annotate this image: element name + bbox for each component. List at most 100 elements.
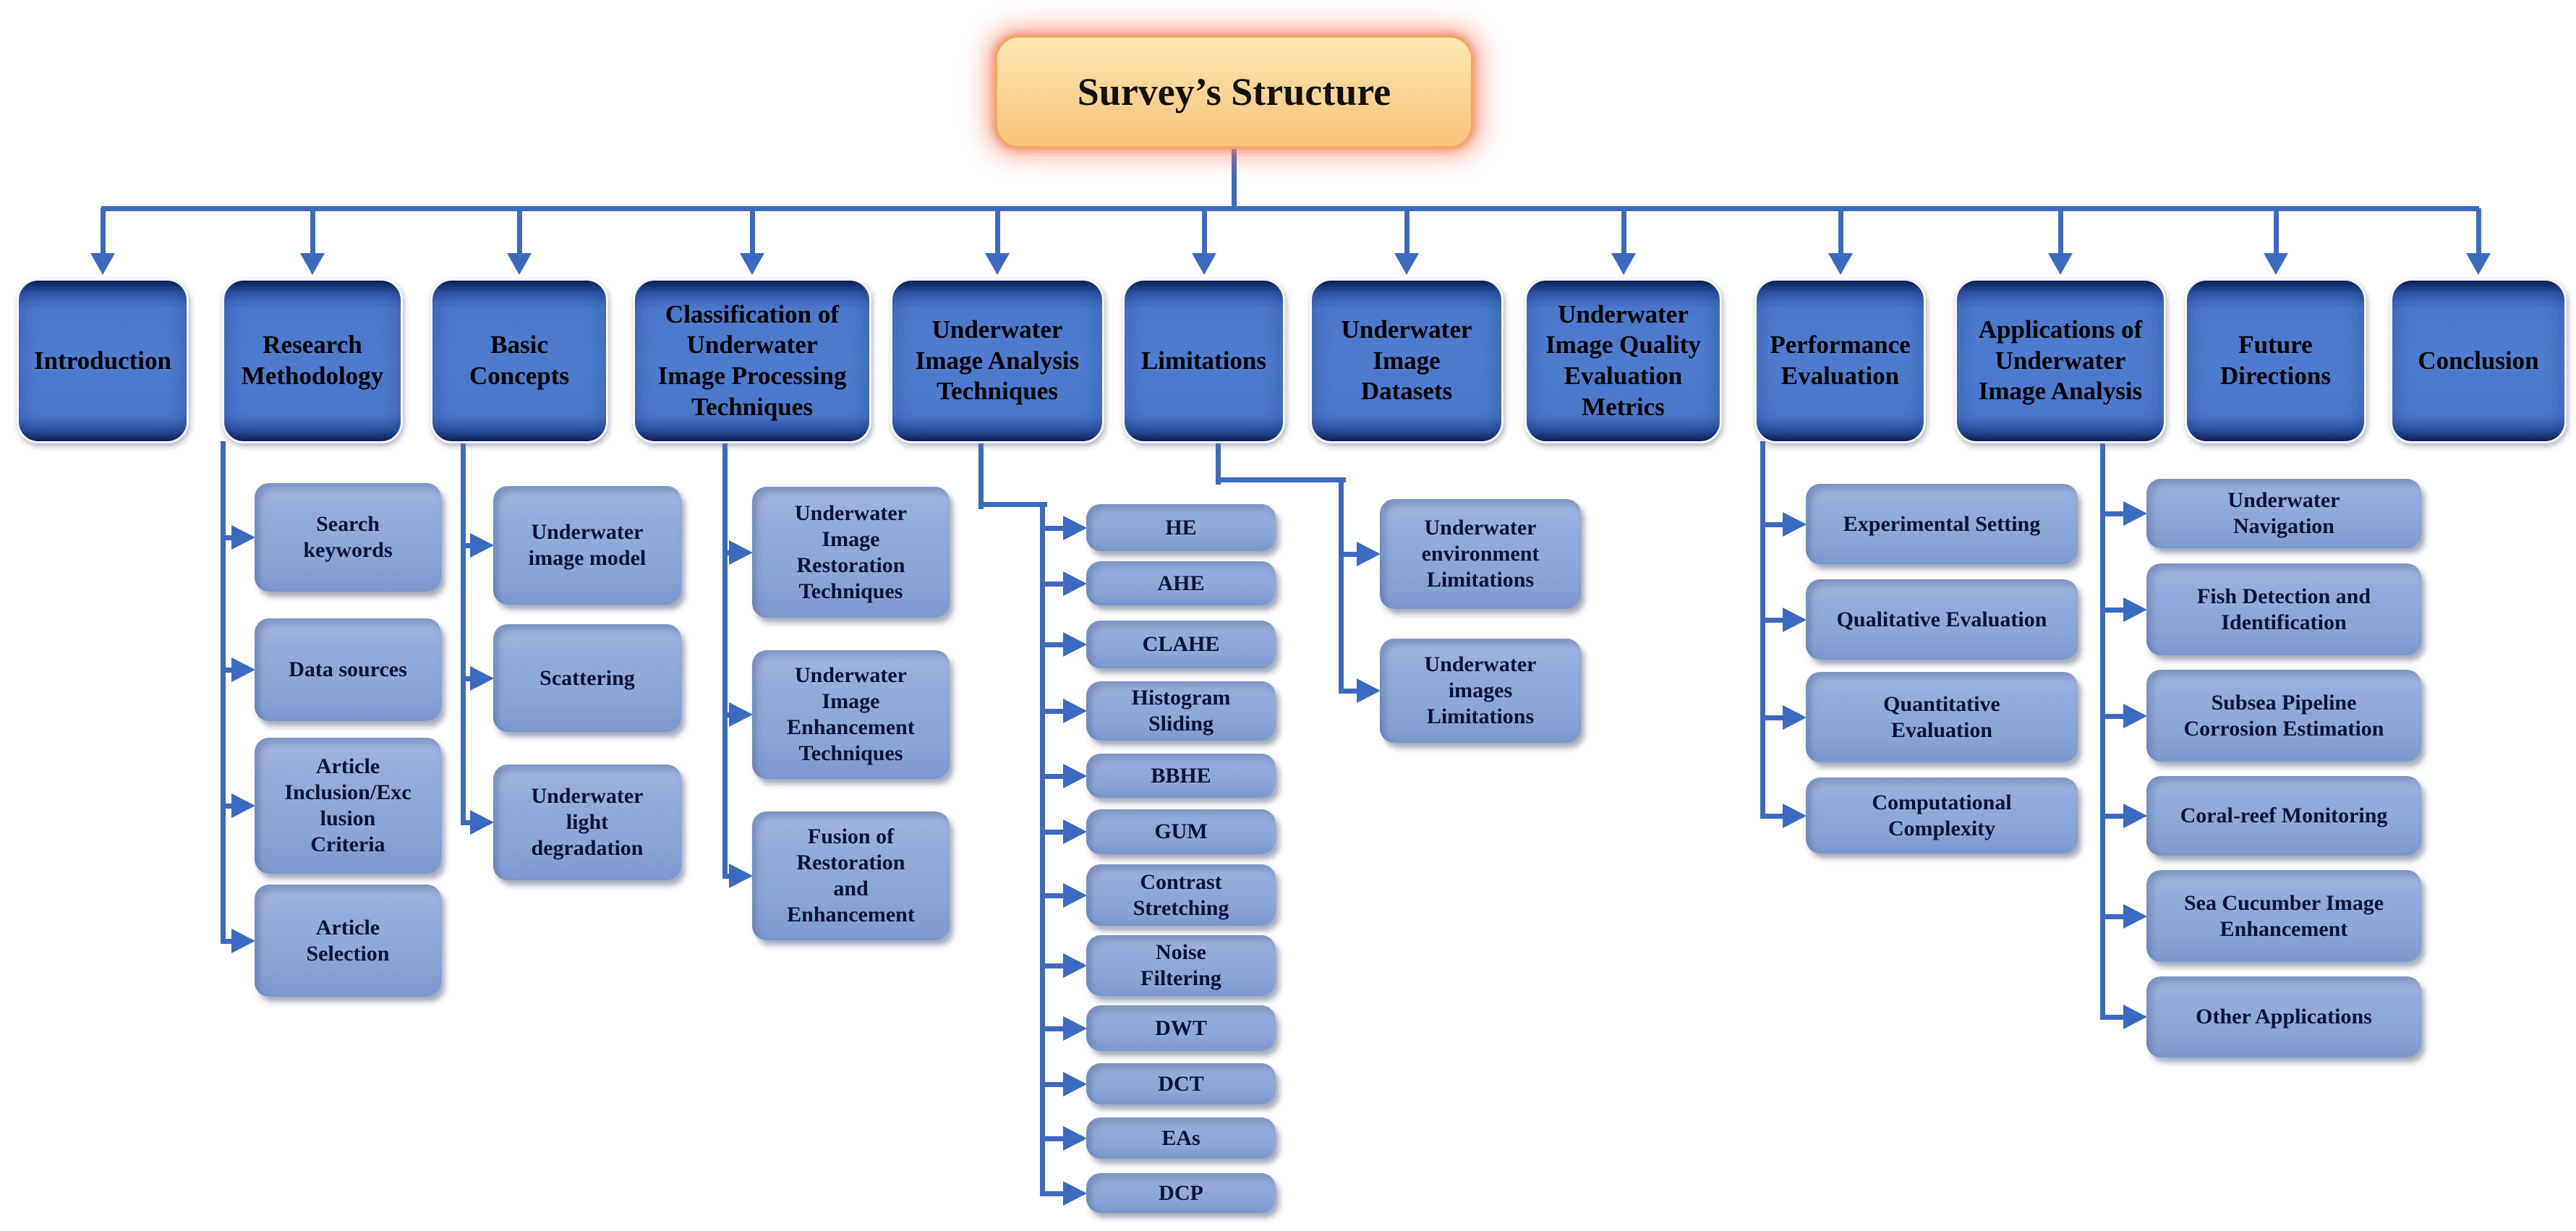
branch-image-analysis-techniques: Underwater Image Analysis Techniques [890, 278, 1104, 443]
connector-line [461, 820, 473, 825]
arrow-down-icon [2263, 253, 2288, 275]
connector-line [310, 208, 315, 255]
node-dcp: DCP [1086, 1173, 1276, 1213]
arrow-down-icon [300, 253, 325, 275]
node-fish-detection-and-identification: Fish Detection and Identification [2146, 563, 2421, 655]
connector-line [461, 441, 466, 825]
branch-basic-concepts: Basic Concepts [430, 278, 608, 443]
arrow-right-icon [729, 540, 753, 565]
branch-conclusion-label: Conclusion [2418, 346, 2539, 375]
connector-line [2058, 208, 2063, 255]
branch-classification: Classification of Underwater Image Proce… [633, 278, 871, 443]
node-dwt: DWT [1086, 1005, 1276, 1051]
arrow-right-icon [1063, 819, 1087, 844]
arrow-right-icon [470, 810, 494, 835]
connector-line [1404, 208, 1409, 255]
node-scattering-label: Scattering [539, 665, 635, 690]
connector-line [722, 550, 732, 555]
arrow-right-icon [231, 657, 255, 682]
node-sea-cucumber-image-enhancement-label: Sea Cucumber Image Enhancement [2183, 890, 2384, 941]
arrow-right-icon [1357, 678, 1381, 703]
arrow-down-icon [2048, 253, 2073, 275]
node-search-keywords-label: Search keywords [303, 512, 393, 562]
node-quantitative-evaluation-label: Quantitative Evaluation [1883, 691, 2000, 742]
arrow-down-icon [1611, 253, 1636, 275]
arrow-right-icon [1063, 1125, 1087, 1151]
connector-line [461, 676, 473, 681]
arrow-right-icon [2123, 597, 2147, 622]
branch-quality-evaluation-metrics-label: Underwater Image Quality Evaluation Metr… [1545, 299, 1701, 421]
arrow-right-icon [1063, 763, 1087, 788]
connector-line [1760, 715, 1786, 720]
node-gum-label: GUM [1154, 819, 1208, 843]
arrow-right-icon [1063, 632, 1087, 657]
node-gum: GUM [1086, 809, 1276, 854]
branch-performance-evaluation: Performance Evaluation [1754, 278, 1926, 443]
node-sea-cucumber-image-enhancement: Sea Cucumber Image Enhancement [2146, 870, 2421, 962]
branch-applications-label: Applications of Underwater Image Analysi… [1978, 315, 2143, 406]
connector-line [1040, 709, 1066, 714]
node-dct-label: DCT [1158, 1071, 1204, 1096]
arrow-down-icon [1394, 253, 1419, 275]
connector-line [1040, 642, 1066, 647]
connector-line [1621, 208, 1626, 255]
arrow-down-icon [1827, 253, 1853, 275]
branch-limitations: Limitations [1122, 278, 1285, 443]
node-computational-complexity: Computational Complexity [1806, 778, 2078, 853]
arrow-right-icon [470, 665, 494, 691]
connector-line [2100, 1015, 2126, 1020]
node-article-selection: Article Selection [255, 885, 441, 997]
node-dcp-label: DCP [1159, 1180, 1203, 1205]
arrow-right-icon [1063, 699, 1087, 723]
arrow-right-icon [1357, 542, 1381, 566]
node-underwater-environment-limitations-label: Underwater environment Limitations [1421, 516, 1540, 592]
node-scattering: Scattering [493, 624, 681, 732]
node-fusion-of-restoration-and-enhancement: Fusion of Restoration and Enhancement [752, 812, 950, 940]
connector-line [517, 208, 522, 255]
arrow-right-icon [1063, 1180, 1087, 1206]
branch-image-analysis-techniques-label: Underwater Image Analysis Techniques [915, 315, 1080, 406]
node-qualitative-evaluation-label: Qualitative Evaluation [1836, 607, 2047, 631]
arrow-right-icon [2123, 903, 2147, 929]
node-coral-reef-monitoring-label: Coral-reef Monitoring [2180, 804, 2388, 827]
connector-line [2273, 208, 2279, 255]
arrow-right-icon [231, 793, 255, 818]
node-underwater-images-limitations-label: Underwater images Limitations [1424, 652, 1537, 728]
connector-line [1339, 552, 1360, 557]
connector-line [101, 208, 106, 255]
branch-basic-concepts-label: Basic Concepts [469, 331, 570, 390]
arrow-right-icon [2123, 501, 2147, 526]
arrow-right-icon [2123, 1005, 2147, 1029]
arrow-right-icon [1783, 704, 1807, 730]
connector-bus [101, 206, 2479, 211]
node-he: HE [1086, 504, 1276, 551]
node-histogram-sliding: Histogram Sliding [1086, 681, 1276, 741]
connector-line [1838, 208, 1843, 255]
arrow-right-icon [1783, 607, 1807, 632]
connector-line [1040, 525, 1066, 531]
arrow-right-icon [2123, 703, 2147, 728]
node-article-inclusion-exc-lusion-criteria-label: Article Inclusion/Exc lusion Criteria [284, 754, 411, 856]
connector-line [2100, 814, 2126, 819]
node-search-keywords: Search keywords [255, 483, 441, 592]
connector-line [1040, 1136, 1066, 1141]
node-underwater-navigation: Underwater Navigation [2146, 479, 2421, 548]
arrow-down-icon [507, 253, 532, 275]
connector-line [981, 502, 1047, 507]
connector-line [1216, 441, 1221, 485]
arrow-down-icon [740, 253, 764, 275]
node-clahe: CLAHE [1086, 621, 1276, 668]
branch-research-methodology-label: Research Methodology [241, 331, 384, 390]
arrow-down-icon [985, 253, 1010, 275]
branch-future-directions: Future Directions [2185, 278, 2366, 443]
connector-line [722, 874, 732, 879]
node-ahe-label: AHE [1157, 571, 1205, 595]
branch-image-datasets-label: Underwater Image Datasets [1341, 315, 1472, 406]
arrow-right-icon [1783, 803, 1807, 828]
branch-quality-evaluation-metrics: Underwater Image Quality Evaluation Metr… [1524, 278, 1722, 443]
node-underwater-image-model-label: Underwater image model [528, 520, 647, 570]
node-noise-filtering-label: Noise Filtering [1140, 940, 1221, 990]
node-data-sources: Data sources [255, 618, 441, 721]
connector-line [1040, 1026, 1066, 1031]
